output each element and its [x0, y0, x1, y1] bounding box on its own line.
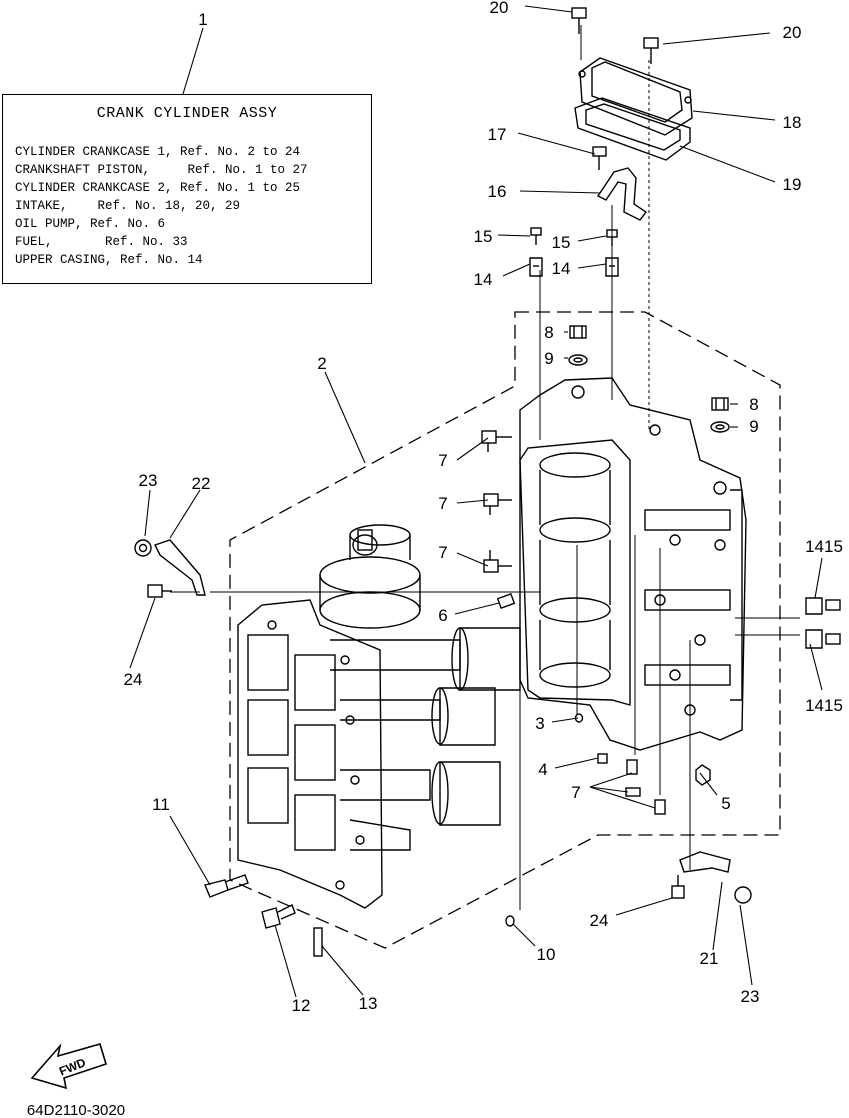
intake-bolt-right [643, 37, 659, 64]
callout-20-left: 20 [490, 0, 509, 17]
bracket-1415-lower [805, 629, 841, 649]
leader-lines [129, 5, 823, 998]
screw-15-left [530, 227, 542, 245]
bolt-17 [592, 146, 607, 170]
fitting-7-lower-c [654, 799, 666, 815]
plug-8-upper [569, 325, 587, 339]
drawing-code: 64D2110-3020 [27, 1102, 125, 1118]
callout-7-middle: 7 [438, 494, 447, 513]
callout-23-right: 23 [741, 987, 760, 1006]
callout-24-left: 24 [124, 670, 143, 689]
callout-3: 3 [535, 714, 544, 733]
fitting-7-upper [481, 430, 512, 452]
screw-15-right [606, 229, 618, 246]
callout-6: 6 [438, 606, 447, 625]
bracket-1415-upper [805, 597, 841, 615]
crankshaft-assembly [319, 524, 461, 851]
info-line-6: FUEL, Ref. No. 33 [15, 235, 188, 249]
callout-2: 2 [317, 354, 326, 373]
callout-12: 12 [292, 996, 311, 1015]
callout-14-left: 14 [474, 270, 493, 289]
callout-10: 10 [537, 945, 556, 964]
plug-8-right [711, 397, 729, 411]
callout-24-right: 24 [590, 911, 609, 930]
callout-15-right: 15 [552, 233, 571, 252]
callout-9-upper: 9 [544, 349, 553, 368]
nut-5 [695, 764, 711, 786]
fitting-7-lower [483, 550, 512, 573]
bolt-24-right [671, 875, 685, 899]
callout-1: 1 [198, 10, 207, 29]
intake-gasket [574, 97, 691, 161]
callout-labels: 1 2 3 4 5 6 7 7 7 7 8 8 9 9 10 11 12 13 … [27, 0, 843, 1118]
callout-16: 16 [488, 182, 507, 201]
assembly-boundary-dashed [229, 311, 781, 949]
fwd-arrow-icon: FWD [30, 1043, 107, 1090]
piston-2 [431, 687, 496, 746]
piston-3 [431, 761, 501, 826]
pin-3 [574, 713, 584, 723]
crankcase-half [237, 599, 383, 909]
callout-7-bottom: 7 [571, 783, 580, 802]
washer-23-right [734, 886, 752, 904]
info-line-5: OIL PUMP, Ref. No. 6 [15, 217, 166, 231]
pin-10 [505, 915, 515, 927]
stud-13 [313, 927, 323, 957]
info-box-title: CRANK CYLINDER ASSY [96, 105, 278, 122]
fitting-7-lower-a [626, 759, 638, 775]
bolt-12 [261, 904, 296, 929]
info-line-2: CRANKSHAFT PISTON, Ref. No. 1 to 27 [15, 163, 308, 177]
pin-4 [597, 753, 608, 764]
callout-8-upper: 8 [544, 323, 553, 342]
callout-22: 22 [192, 474, 211, 493]
callout-4: 4 [538, 760, 547, 779]
fitting-7-middle [483, 493, 512, 515]
bolt-11 [204, 874, 249, 898]
callout-8-right: 8 [749, 395, 758, 414]
callout-1415-lower: 1415 [805, 696, 843, 715]
alignment-lines [170, 25, 800, 910]
callout-15-left: 15 [474, 227, 493, 246]
plug-6 [496, 593, 516, 609]
hose-fitting-22-left [154, 539, 206, 596]
info-line-7: UPPER CASING, Ref. No. 14 [15, 253, 203, 267]
callout-23-left: 23 [139, 471, 158, 490]
callout-7-upper: 7 [438, 451, 447, 470]
assembly-info-box: CRANK CYLINDER ASSY CYLINDER CRANKCASE 1… [2, 94, 372, 284]
info-line-3: CYLINDER CRANKCASE 2, Ref. No. 1 to 25 [15, 181, 301, 195]
callout-14-right: 14 [552, 259, 571, 278]
callout-11: 11 [152, 795, 170, 814]
hose-clamp-16 [596, 167, 648, 221]
callout-5: 5 [721, 794, 730, 813]
callout-21: 21 [700, 949, 719, 968]
callout-19: 19 [783, 175, 802, 194]
intake-cover [578, 57, 693, 136]
bracket-14-left [529, 257, 543, 277]
piston-1 [451, 627, 521, 691]
cylinder-block [519, 377, 747, 751]
washer-9-upper [568, 354, 588, 366]
hose-fitting-21-right [679, 851, 731, 873]
bracket-14-right [605, 257, 619, 277]
callout-17: 17 [488, 125, 507, 144]
callout-20-right: 20 [783, 23, 802, 42]
fitting-7-lower-b [625, 787, 641, 797]
callout-9-right: 9 [749, 417, 758, 436]
callout-13: 13 [359, 994, 378, 1013]
info-line-4: INTAKE, Ref. No. 18, 20, 29 [15, 199, 241, 213]
washer-23-left [134, 539, 152, 557]
washer-9-right [710, 421, 730, 433]
info-line-1: CYLINDER CRANKCASE 1, Ref. No. 2 to 24 [15, 145, 301, 159]
bolt-24-left [147, 584, 172, 598]
callout-18: 18 [783, 113, 802, 132]
intake-bolt-left [571, 7, 587, 34]
callout-7-lower: 7 [438, 543, 447, 562]
callout-1415-upper: 1415 [805, 537, 843, 556]
